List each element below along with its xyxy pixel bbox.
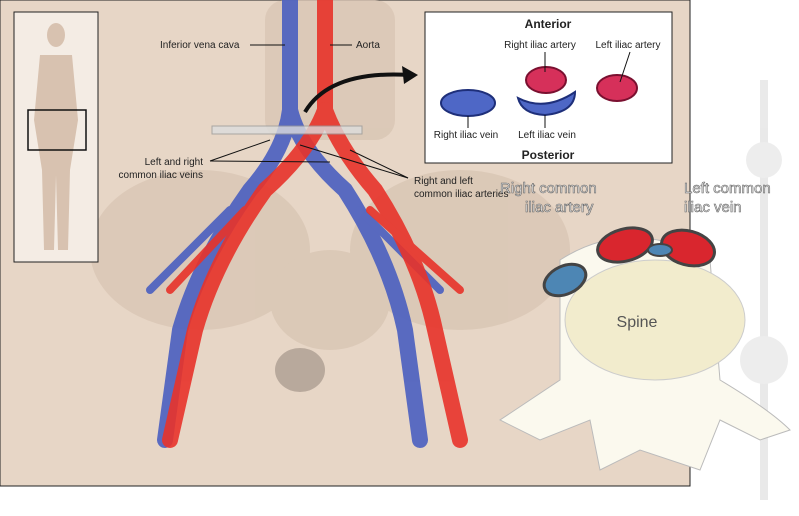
spine-cross-section: Spine Right common iliac artery Left com…: [499, 180, 791, 471]
left-common-iliac-vein-label-1: Left common: [684, 180, 771, 197]
label-common-iliac-veins-2: common iliac veins: [119, 170, 203, 181]
inset-posterior: Posterior: [522, 148, 575, 162]
label-common-iliac-veins-1: Left and right: [145, 157, 204, 168]
inset-left-iliac-vein-label: Left iliac vein: [518, 130, 576, 141]
label-aorta: Aorta: [356, 40, 380, 51]
inset-right-iliac-vein-label: Right iliac vein: [434, 130, 498, 141]
pubic-shadow: [275, 348, 325, 392]
arrow-to-inset: [303, 72, 411, 114]
label-inferior-vena-cava: Inferior vena cava: [160, 40, 240, 51]
right-common-iliac-artery-label-2: iliac artery: [525, 199, 594, 216]
section-plane: [211, 125, 363, 135]
label-common-iliac-arteries-2: common iliac arteries: [414, 189, 508, 200]
right-common-iliac-artery-label-1: Right common: [500, 180, 597, 197]
inset-right-iliac-artery-label: Right iliac artery: [504, 40, 576, 51]
inset-anterior: Anterior: [525, 17, 572, 31]
cross-section-inset: Anterior Posterior Right iliac artery Le…: [424, 11, 673, 164]
label-common-iliac-arteries-1: Right and left: [414, 176, 473, 187]
left-common-iliac-vein-label-2: iliac vein: [684, 199, 742, 216]
arrowhead-icon: [402, 66, 418, 84]
region-marker: [27, 109, 87, 151]
body-thumbnail: [13, 11, 99, 263]
inset-left-iliac-artery-label: Left iliac artery: [595, 40, 660, 51]
leader-lines: [209, 44, 409, 179]
spine-label: Spine: [617, 314, 658, 331]
tower-watermark: [740, 80, 788, 500]
